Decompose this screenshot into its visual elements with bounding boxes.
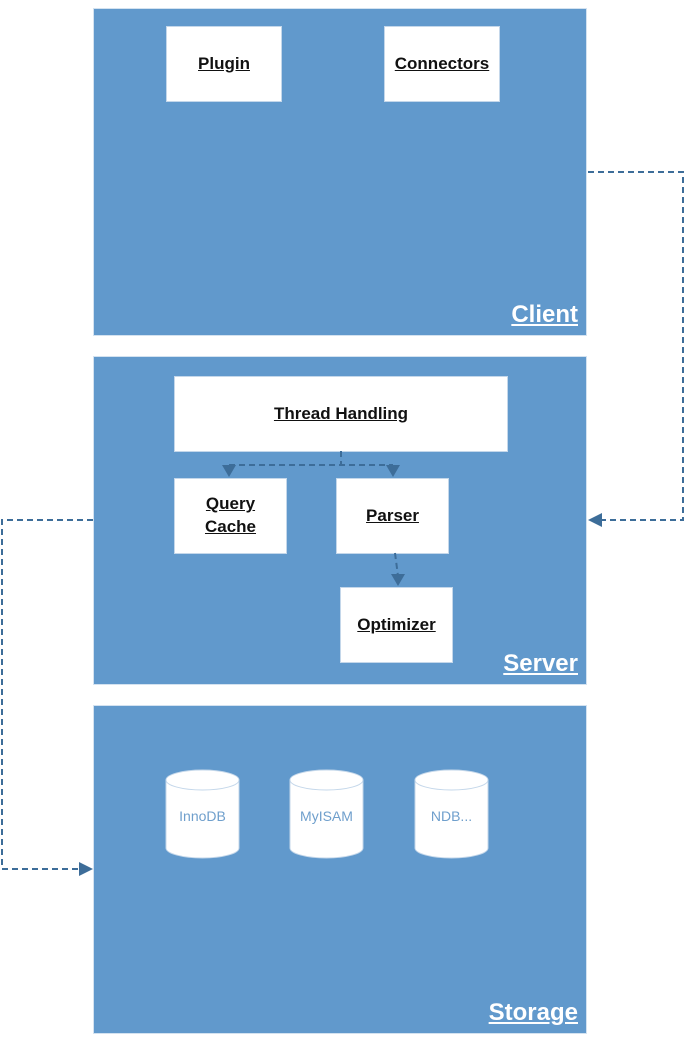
client-title: Client (511, 301, 578, 328)
storage-arrowhead-icon (79, 862, 93, 876)
client-to-server-arrow (588, 171, 684, 521)
myisam-cylinder: MyISAM (289, 768, 364, 860)
ndb-label: NDB... (430, 808, 473, 824)
storage-title: Storage (488, 999, 578, 1026)
ndb-cylinder-icon (414, 769, 489, 859)
ndb-cylinder: NDB... (414, 768, 489, 860)
innodb-label: InnoDB (179, 808, 226, 824)
plugin-box: Plugin (166, 26, 282, 102)
server-title: Server (503, 650, 578, 677)
storage-panel: InnoDB MyISAM NDB... Storage (93, 705, 587, 1034)
parser-box: Parser (336, 478, 449, 554)
optimizer-label: Optimizer (357, 614, 436, 634)
innodb-cylinder-icon (165, 769, 240, 859)
innodb-cylinder: InnoDB (165, 768, 240, 860)
myisam-cylinder-icon (289, 769, 364, 859)
parser-label: Parser (366, 505, 419, 525)
myisam-label: MyISAM (300, 808, 353, 824)
client-panel: Plugin Connectors Client (93, 8, 587, 336)
connectors-label: Connectors (394, 53, 490, 73)
connectors-box: Connectors (384, 26, 500, 102)
query-cache-label-line2: Cache (204, 517, 257, 536)
plugin-label: Plugin (198, 53, 250, 73)
server-arrowhead-icon (588, 513, 602, 527)
thread-handling-label: Thread Handling (273, 403, 409, 423)
server-panel: Thread Handling Query Cache Parser Optim… (93, 356, 587, 685)
optimizer-box: Optimizer (340, 587, 453, 663)
query-cache-box: Query Cache (174, 478, 287, 554)
server-to-storage-arrow (1, 519, 93, 870)
thread-handling-box: Thread Handling (174, 376, 508, 452)
query-cache-label-line1: Query (205, 494, 256, 514)
